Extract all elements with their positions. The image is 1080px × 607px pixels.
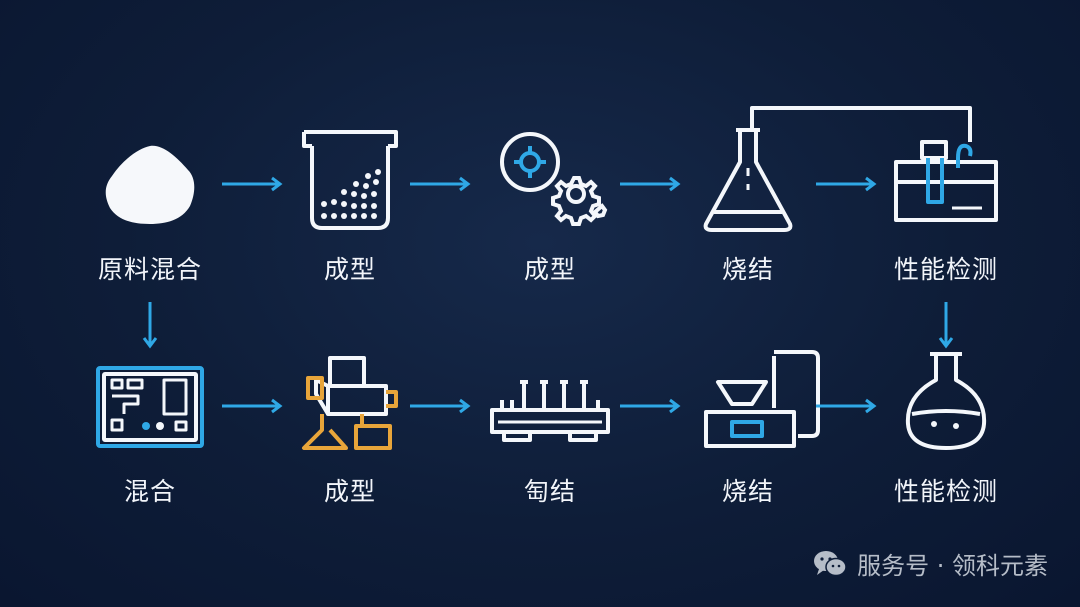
press-machine-icon [302, 356, 398, 450]
step-label: 性能检测 [893, 477, 998, 506]
watermark-text: 服务号 · 领科元素 [857, 552, 1048, 580]
arrow-down-icon [142, 302, 158, 356]
beaker-icon [302, 130, 398, 230]
step-label: 成型 [323, 255, 376, 284]
round-flask-icon [905, 352, 987, 450]
step-label: 烧结 [721, 255, 774, 284]
step-label: 混合 [123, 477, 176, 506]
step-label: 原料混合 [97, 255, 202, 284]
step-label: 烧结 [721, 477, 774, 506]
arrow-right-icon [620, 398, 684, 418]
step-label: 成型 [323, 477, 376, 506]
step-label: 性能检测 [893, 255, 998, 284]
watermark: 服务号 · 领科元素 [813, 546, 1048, 581]
step-label: 匋结 [523, 477, 576, 506]
wechat-icon [814, 550, 847, 576]
control-panel-icon [96, 366, 204, 448]
arrow-right-icon [222, 398, 286, 418]
step-label: 成型 [523, 255, 576, 284]
kiln-icon [704, 350, 820, 448]
test-bath-icon [894, 110, 998, 222]
powder-pile-icon [105, 145, 195, 224]
arrow-right-icon [816, 398, 880, 418]
arrow-right-icon [620, 176, 684, 196]
arrow-right-icon [410, 176, 474, 196]
arrow-right-icon [410, 398, 474, 418]
arrow-down-icon [938, 302, 954, 356]
arrow-right-icon [222, 176, 286, 196]
arrow-right-icon [816, 176, 880, 196]
gears-icon [500, 132, 608, 226]
flask-icon [703, 106, 972, 232]
tube-rack-icon [490, 380, 610, 442]
